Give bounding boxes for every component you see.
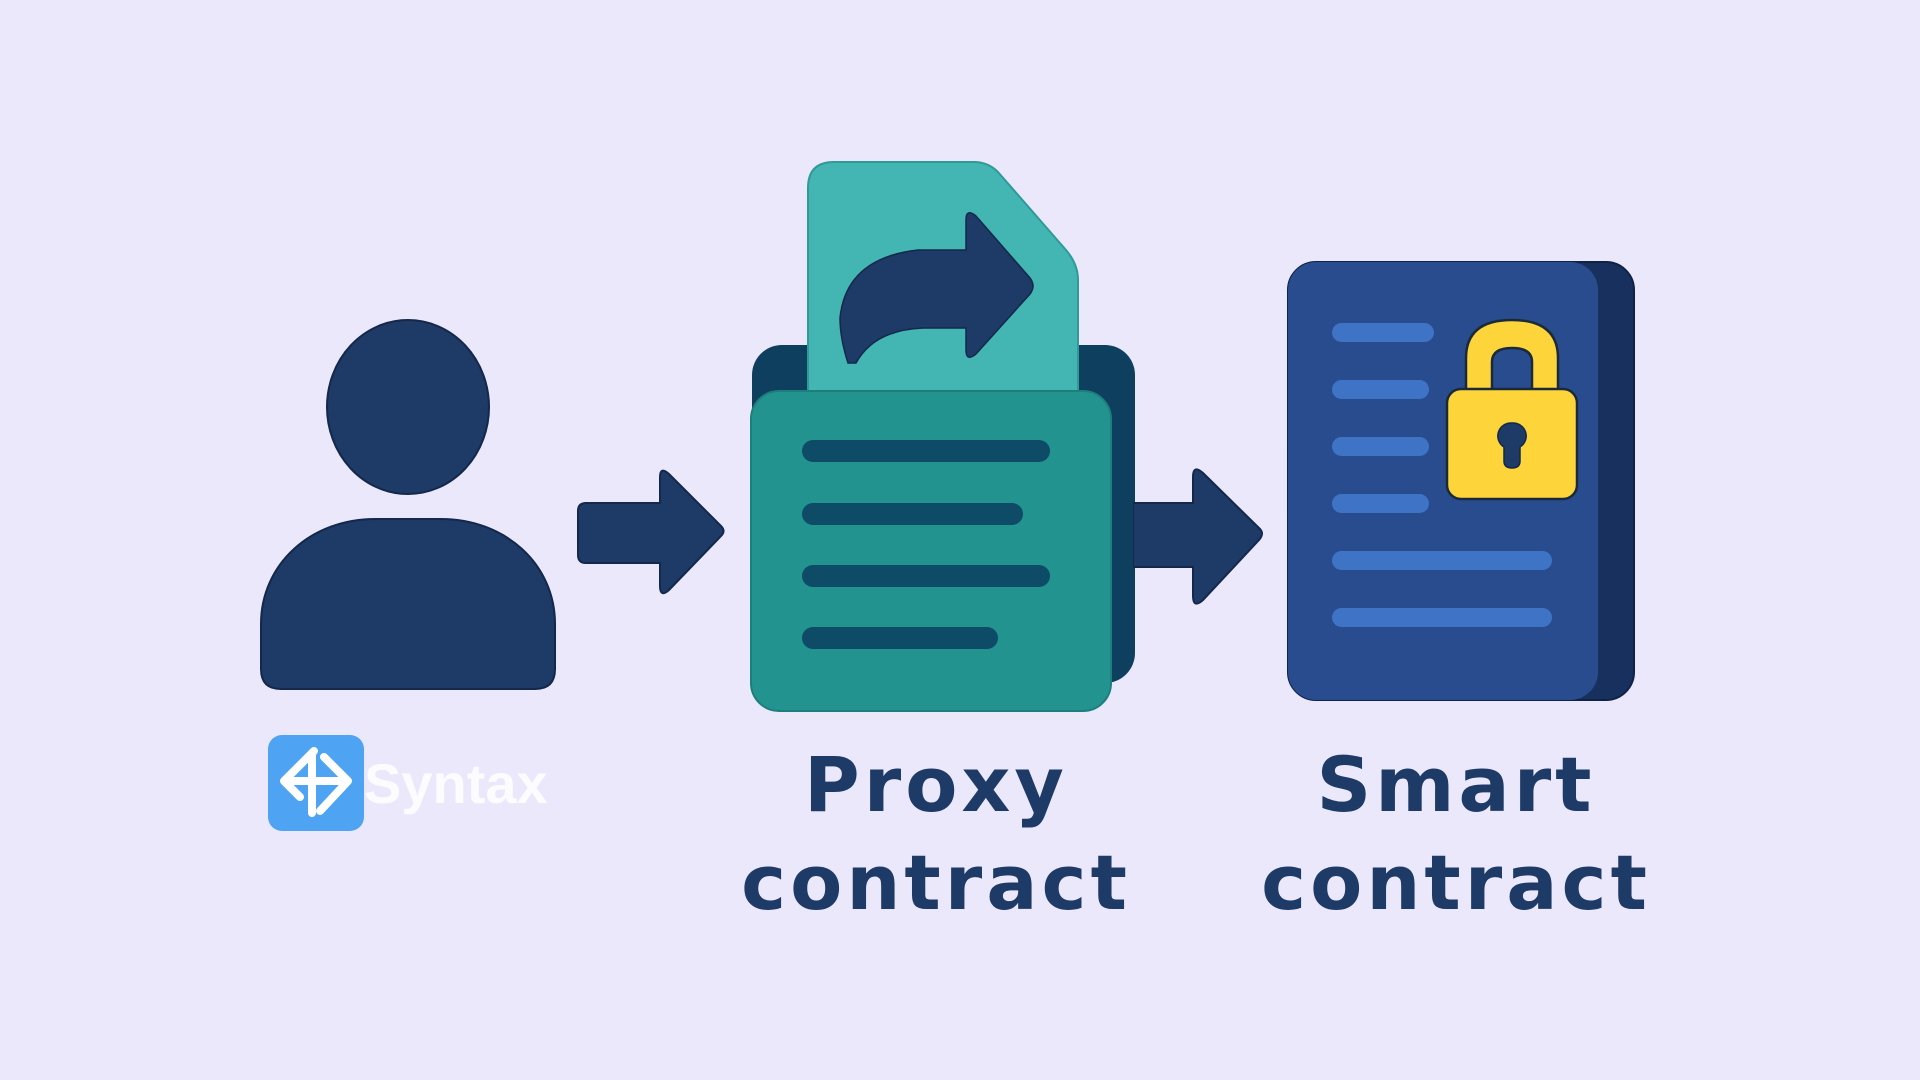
- syntax-logo-icon: [268, 735, 364, 831]
- smart-label-line2: contract: [1261, 838, 1651, 927]
- proxy-contract-label: Proxy contract: [736, 736, 1136, 932]
- user-icon: [255, 314, 561, 696]
- smart-label-line1: Smart: [1316, 740, 1596, 829]
- arrow-right-icon: [574, 464, 730, 600]
- proxy-label-line1: Proxy: [804, 740, 1068, 829]
- proxy-label-line2: contract: [741, 838, 1131, 927]
- locked-document-icon: [1284, 258, 1638, 706]
- lock-icon: [1445, 318, 1579, 501]
- smart-contract-label: Smart contract: [1256, 736, 1656, 932]
- syntax-watermark-text: Syntax: [364, 752, 548, 815]
- arrow-right-icon: [1133, 460, 1269, 610]
- proxy-folder-icon: [748, 158, 1140, 716]
